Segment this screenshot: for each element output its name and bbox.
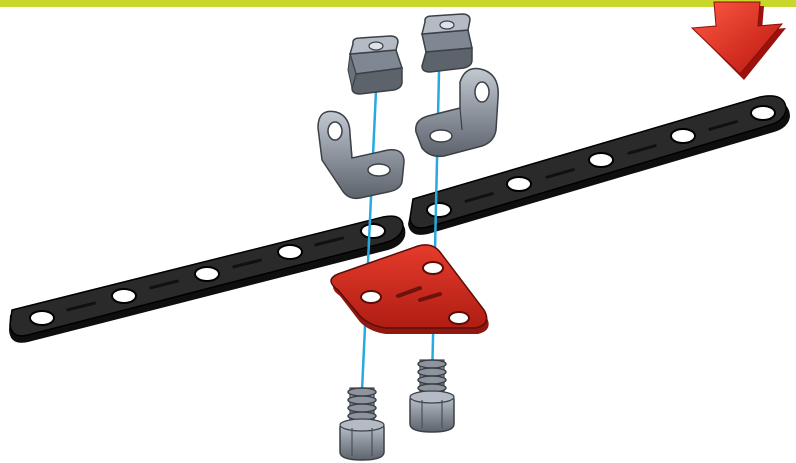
strip-left-hole: [361, 224, 385, 238]
screw-left: [340, 388, 384, 460]
strip-left-hole: [195, 267, 219, 281]
plate-hole: [449, 312, 469, 324]
nut-hole: [440, 21, 454, 29]
strip-right-hole: [589, 153, 613, 167]
square-nut-right: [422, 14, 472, 72]
bracket-hole: [368, 164, 390, 176]
strip-right-hole: [751, 106, 775, 120]
strip-right-hole: [671, 129, 695, 143]
nut-hole: [369, 42, 383, 50]
bracket-hole: [328, 122, 342, 140]
plate-hole: [361, 291, 381, 303]
down-arrow-icon: [692, 2, 786, 80]
angle-bracket-left: [318, 111, 404, 198]
strip-left-hole: [30, 311, 54, 325]
square-nut-left: [348, 36, 402, 94]
strip-right-hole: [507, 177, 531, 191]
screw-right: [410, 360, 454, 432]
strip-left-hole: [112, 289, 136, 303]
bracket-hole: [475, 82, 489, 102]
angle-bracket-right: [416, 69, 498, 157]
bracket-hole: [430, 130, 452, 142]
strip-left-hole: [278, 245, 302, 259]
plate-hole: [423, 262, 443, 274]
strip-right-hole: [427, 203, 451, 217]
